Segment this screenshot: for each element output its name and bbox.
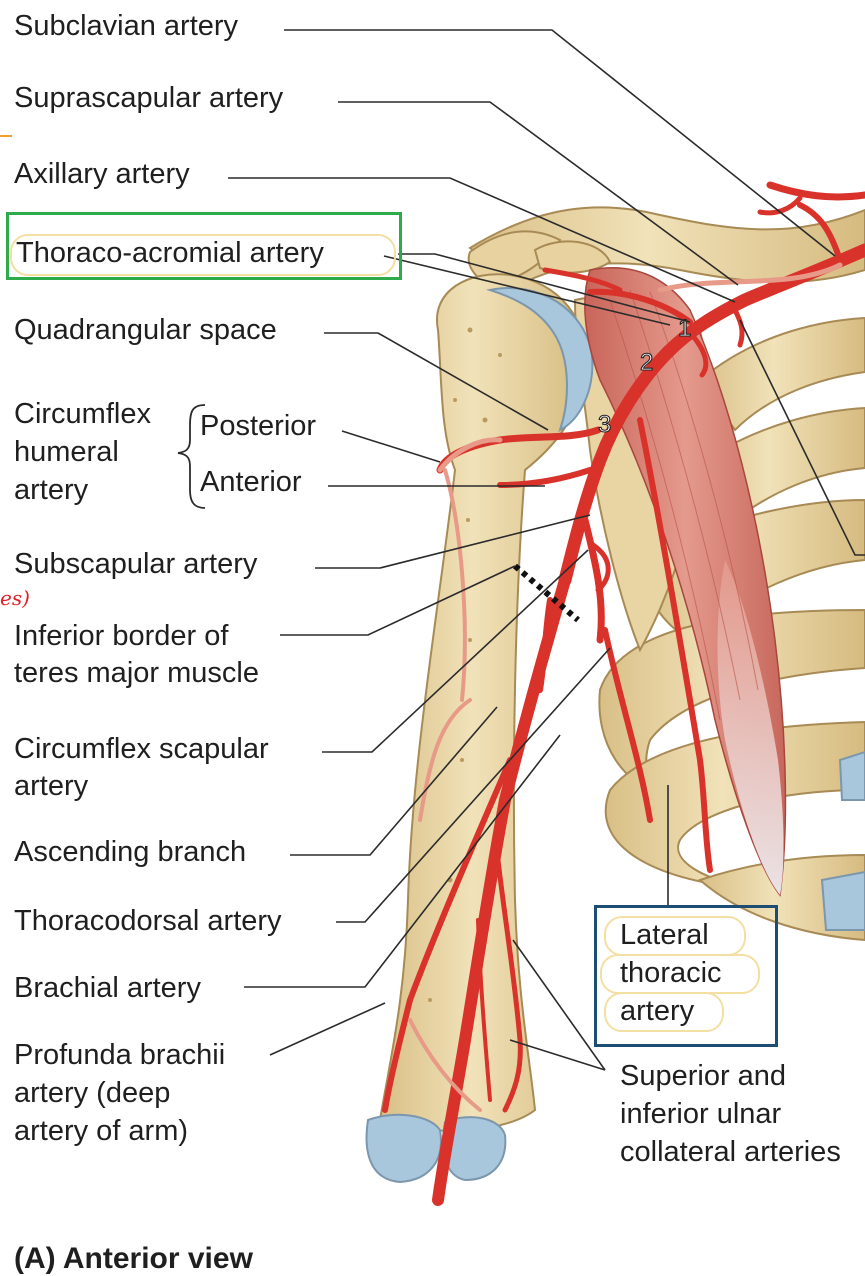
label-suprascapular-artery: Suprascapular artery [14, 82, 284, 114]
humeral-condyles [365, 1113, 507, 1184]
label-subscapular-artery: Subscapular artery [14, 548, 258, 580]
leader-lines [228, 29, 865, 1071]
label-profunda-2: artery (deep [14, 1077, 171, 1109]
label-thoraco-acromial-artery: Thoraco-acromial artery [16, 237, 324, 269]
label-circumflex-scapular-2: artery [14, 770, 89, 802]
label-inferior-border-2: teres major muscle [14, 657, 259, 689]
label-circumflex-scapular-1: Circumflex scapular [14, 733, 269, 765]
label-ulnar-collateral-2: inferior ulnar [620, 1098, 782, 1130]
circumflex-brace [177, 404, 206, 509]
axillary-part-3: 3 [598, 411, 611, 438]
arteries [382, 181, 865, 1206]
label-ulnar-collateral-3: collateral arteries [620, 1136, 841, 1168]
label-anterior: Anterior [200, 466, 302, 498]
label-inferior-border-1: Inferior border of [14, 620, 229, 652]
pectoralis-minor-tendon [717, 560, 784, 895]
label-lateral-thoracic-1: Lateral [620, 919, 709, 951]
label-thoracodorsal-artery: Thoracodorsal artery [14, 905, 282, 937]
label-lateral-thoracic-3: artery [620, 995, 695, 1027]
label-subclavian-artery: Subclavian artery [14, 10, 239, 42]
label-axillary-artery: Axillary artery [14, 158, 190, 190]
axillary-part-2: 2 [640, 349, 653, 376]
label-profunda-1: Profunda brachii [14, 1039, 226, 1071]
label-lateral-thoracic-2: thoracic [620, 957, 722, 989]
label-quadrangular-space: Quadrangular space [14, 314, 277, 346]
handwritten-note: es) [0, 586, 30, 610]
label-ulnar-collateral-1: Superior and [620, 1060, 787, 1092]
label-circumflex-humeral-2: humeral [14, 436, 119, 468]
label-circumflex-humeral-1: Circumflex [14, 398, 151, 430]
label-brachial-artery: Brachial artery [14, 972, 201, 1004]
humerus [378, 273, 594, 1132]
label-ascending-branch: Ascending branch [14, 836, 247, 868]
label-profunda-3: artery of arm) [14, 1115, 189, 1147]
label-circumflex-humeral-3: artery [14, 474, 89, 506]
costal-cartilage [820, 750, 865, 931]
label-posterior: Posterior [200, 410, 317, 442]
teres-major-border-marker [513, 563, 580, 623]
figure-caption: (A) Anterior view [14, 1242, 253, 1275]
